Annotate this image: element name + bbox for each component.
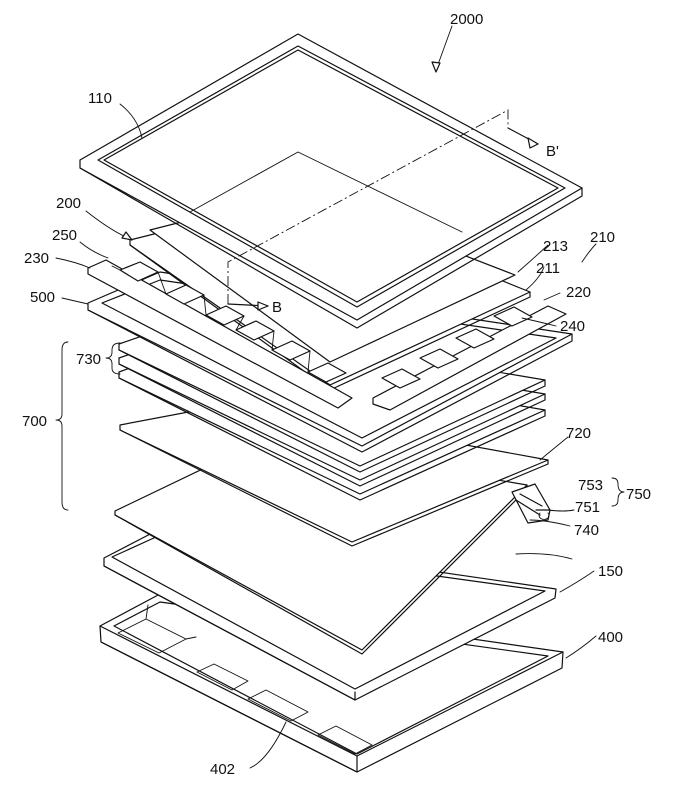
label-240: 240: [560, 318, 585, 335]
label-720: 720: [566, 425, 591, 442]
label-211: 211: [536, 260, 560, 277]
label-400: 400: [598, 629, 623, 646]
label-220: 220: [566, 284, 591, 301]
label-210: 210: [590, 229, 615, 246]
lamp-unit: [512, 484, 550, 523]
section-label-b: B: [272, 299, 282, 316]
label-730: 730: [76, 351, 101, 368]
section-label-b-prime: B': [546, 143, 559, 160]
label-751: 751: [575, 499, 600, 516]
label-200: 200: [56, 195, 81, 212]
label-700: 700: [22, 413, 47, 430]
label-750: 750: [626, 486, 651, 503]
label-500: 500: [30, 289, 55, 306]
label-150: 150: [598, 563, 623, 580]
label-110: 110: [88, 90, 112, 107]
label-230: 230: [24, 250, 49, 267]
label-740: 740: [574, 522, 599, 539]
label-402: 402: [210, 761, 235, 778]
label-213: 213: [543, 238, 568, 255]
label-753: 753: [578, 477, 603, 494]
label-2000: 2000: [450, 11, 483, 28]
label-250: 250: [52, 227, 77, 244]
